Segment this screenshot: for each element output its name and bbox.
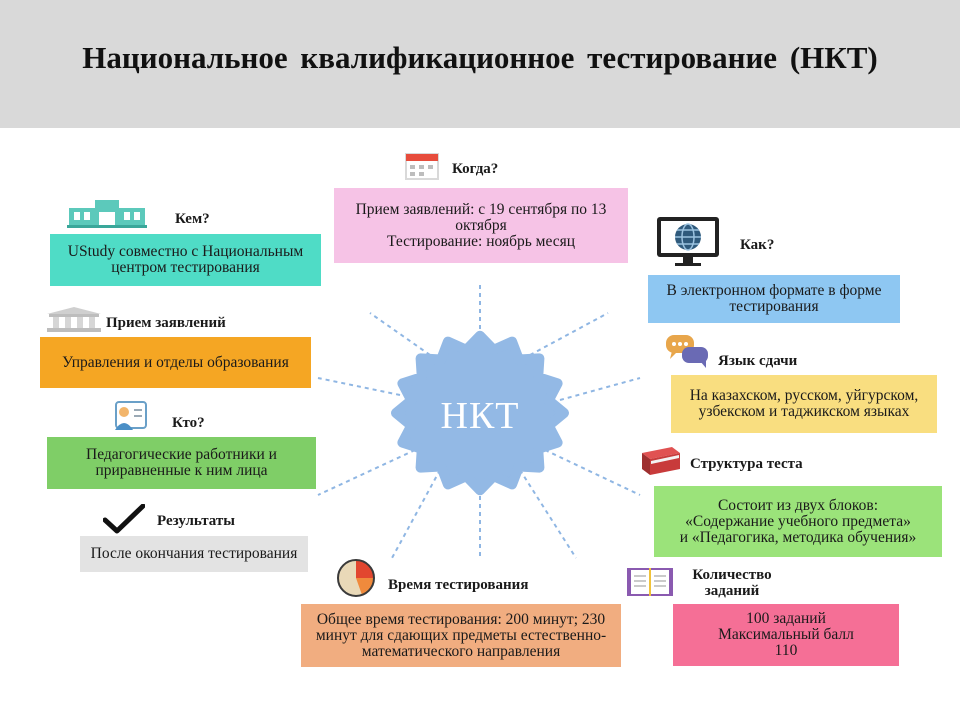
building-icon — [67, 200, 147, 228]
box-kak: В электронном формате в форме тестирован… — [648, 275, 900, 323]
nkt-burst-shape — [391, 330, 569, 496]
label-kolichestvo: Количество заданий — [692, 567, 772, 599]
page-title: Национальное квалификационное тестирован… — [82, 40, 878, 75]
monitor-globe-icon — [657, 217, 719, 266]
box-rezultaty: После окончания тестирования — [80, 536, 308, 572]
label-struktura: Структура теста — [690, 456, 803, 472]
struktura-line-3: и «Педагогика, методика обучения» — [679, 528, 917, 546]
box-yazyk: На казахском, русском, уйгурском, узбекс… — [671, 375, 937, 433]
box-vremya: Общее время тестирования: 200 минут; 230… — [301, 604, 621, 667]
box-kem: UStudy совместно с Национальным центром … — [50, 234, 321, 286]
box-kolichestvo: 100 заданий Максимальный балл 110 — [673, 604, 899, 666]
box-struktura: Состоит из двух блоков: «Содержание учеб… — [654, 486, 942, 557]
box-priem: Управления и отделы образования — [40, 337, 311, 388]
book-icon — [642, 447, 680, 475]
chat-bubbles-icon — [666, 335, 708, 368]
kogda-line-1: Прием заявлений: с 19 сентября по 13 окт… — [355, 200, 607, 234]
kolichestvo-line-1: 100 заданий — [746, 610, 826, 627]
kogda-line-2: Тестирование: ноябрь месяц — [386, 232, 576, 250]
institution-icon — [47, 307, 101, 332]
label-kto: Кто? — [172, 415, 205, 431]
box-kto: Педагогические работники и приравненные … — [47, 437, 316, 489]
struktura-line-2: «Содержание учебного предмета» — [685, 512, 911, 530]
person-document-icon — [115, 401, 147, 430]
label-kem: Кем? — [175, 211, 210, 227]
label-kak: Как? — [740, 237, 775, 253]
calendar-icon — [405, 153, 439, 180]
label-kogda: Когда? — [452, 161, 499, 177]
box-kogda: Прием заявлений: с 19 сентября по 13 окт… — [334, 188, 628, 263]
open-book-icon — [627, 568, 673, 596]
label-yazyk: Язык сдачи — [718, 353, 798, 369]
label-vremya: Время тестирования — [388, 577, 529, 593]
nkt-center-label: НКТ — [440, 395, 520, 437]
kolichestvo-line-2: Максимальный балл — [718, 626, 854, 643]
checkmark-icon — [103, 504, 145, 534]
label-priem: Прием заявлений — [106, 315, 226, 331]
header-bar — [0, 0, 960, 128]
clock-pie-icon — [337, 559, 375, 597]
struktura-line-1: Состоит из двух блоков: — [717, 496, 879, 514]
kolichestvo-line-3: 110 — [774, 642, 798, 659]
label-rezultaty: Результаты — [157, 513, 235, 529]
